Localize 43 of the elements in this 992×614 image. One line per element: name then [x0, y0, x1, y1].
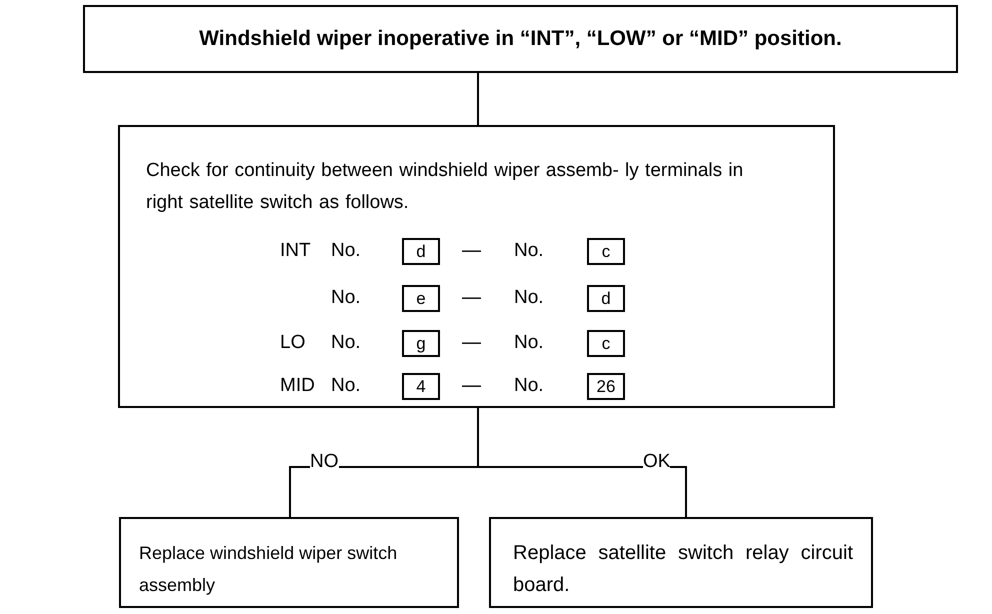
edge-label: OK: [643, 452, 670, 471]
check-box: [118, 125, 835, 408]
terminal-letter: c: [602, 243, 610, 260]
terminal-box: [402, 373, 440, 400]
number-label: No.: [514, 374, 544, 398]
dash-text: —: [462, 374, 481, 398]
terminal-letter: 26: [596, 378, 616, 395]
number-label: No.: [331, 239, 361, 263]
switch-position-label: INT: [280, 239, 311, 263]
terminal-box: [587, 330, 625, 357]
terminal-letter: d: [416, 243, 426, 260]
problem-text: Windshield wiper inoperative in “INT”, “LOW” or “MID” position.: [199, 26, 842, 52]
terminal-box: [402, 330, 440, 357]
action-text: Replace windshield wiper switch assembly: [139, 542, 398, 597]
terminal-letter: e: [416, 290, 426, 307]
number-label: No.: [514, 331, 544, 355]
problem-box: [83, 5, 958, 73]
connector-line: [477, 408, 687, 517]
edge-label: NO: [310, 452, 338, 471]
connector-line: [477, 73, 479, 125]
terminal-box: [402, 285, 440, 312]
number-label: No.: [514, 239, 544, 263]
action-box: [119, 517, 459, 608]
dash-text: —: [462, 239, 481, 263]
terminal-letter: d: [601, 290, 611, 307]
terminal-letter: 4: [416, 378, 426, 395]
action-text: Replace satellite switch relay circuit board.: [513, 541, 853, 598]
terminal-letter: g: [416, 335, 426, 352]
switch-position-label: LO: [280, 331, 306, 355]
number-label: No.: [331, 374, 361, 398]
terminal-letter: c: [602, 335, 610, 352]
terminal-box: [587, 238, 625, 265]
number-label: No.: [331, 331, 361, 355]
terminal-box: [402, 238, 440, 265]
terminal-box: [587, 373, 625, 400]
terminal-box: [587, 285, 625, 312]
number-label: No.: [514, 286, 544, 310]
switch-position-label: MID: [280, 374, 315, 398]
dash-text: —: [462, 286, 481, 310]
action-box: [489, 517, 873, 608]
dash-text: —: [462, 331, 481, 355]
number-label: No.: [331, 286, 361, 310]
check-text: Check for continuity between windshield wiper assemb- ly terminals in right satellite switch as follows.: [146, 159, 744, 215]
